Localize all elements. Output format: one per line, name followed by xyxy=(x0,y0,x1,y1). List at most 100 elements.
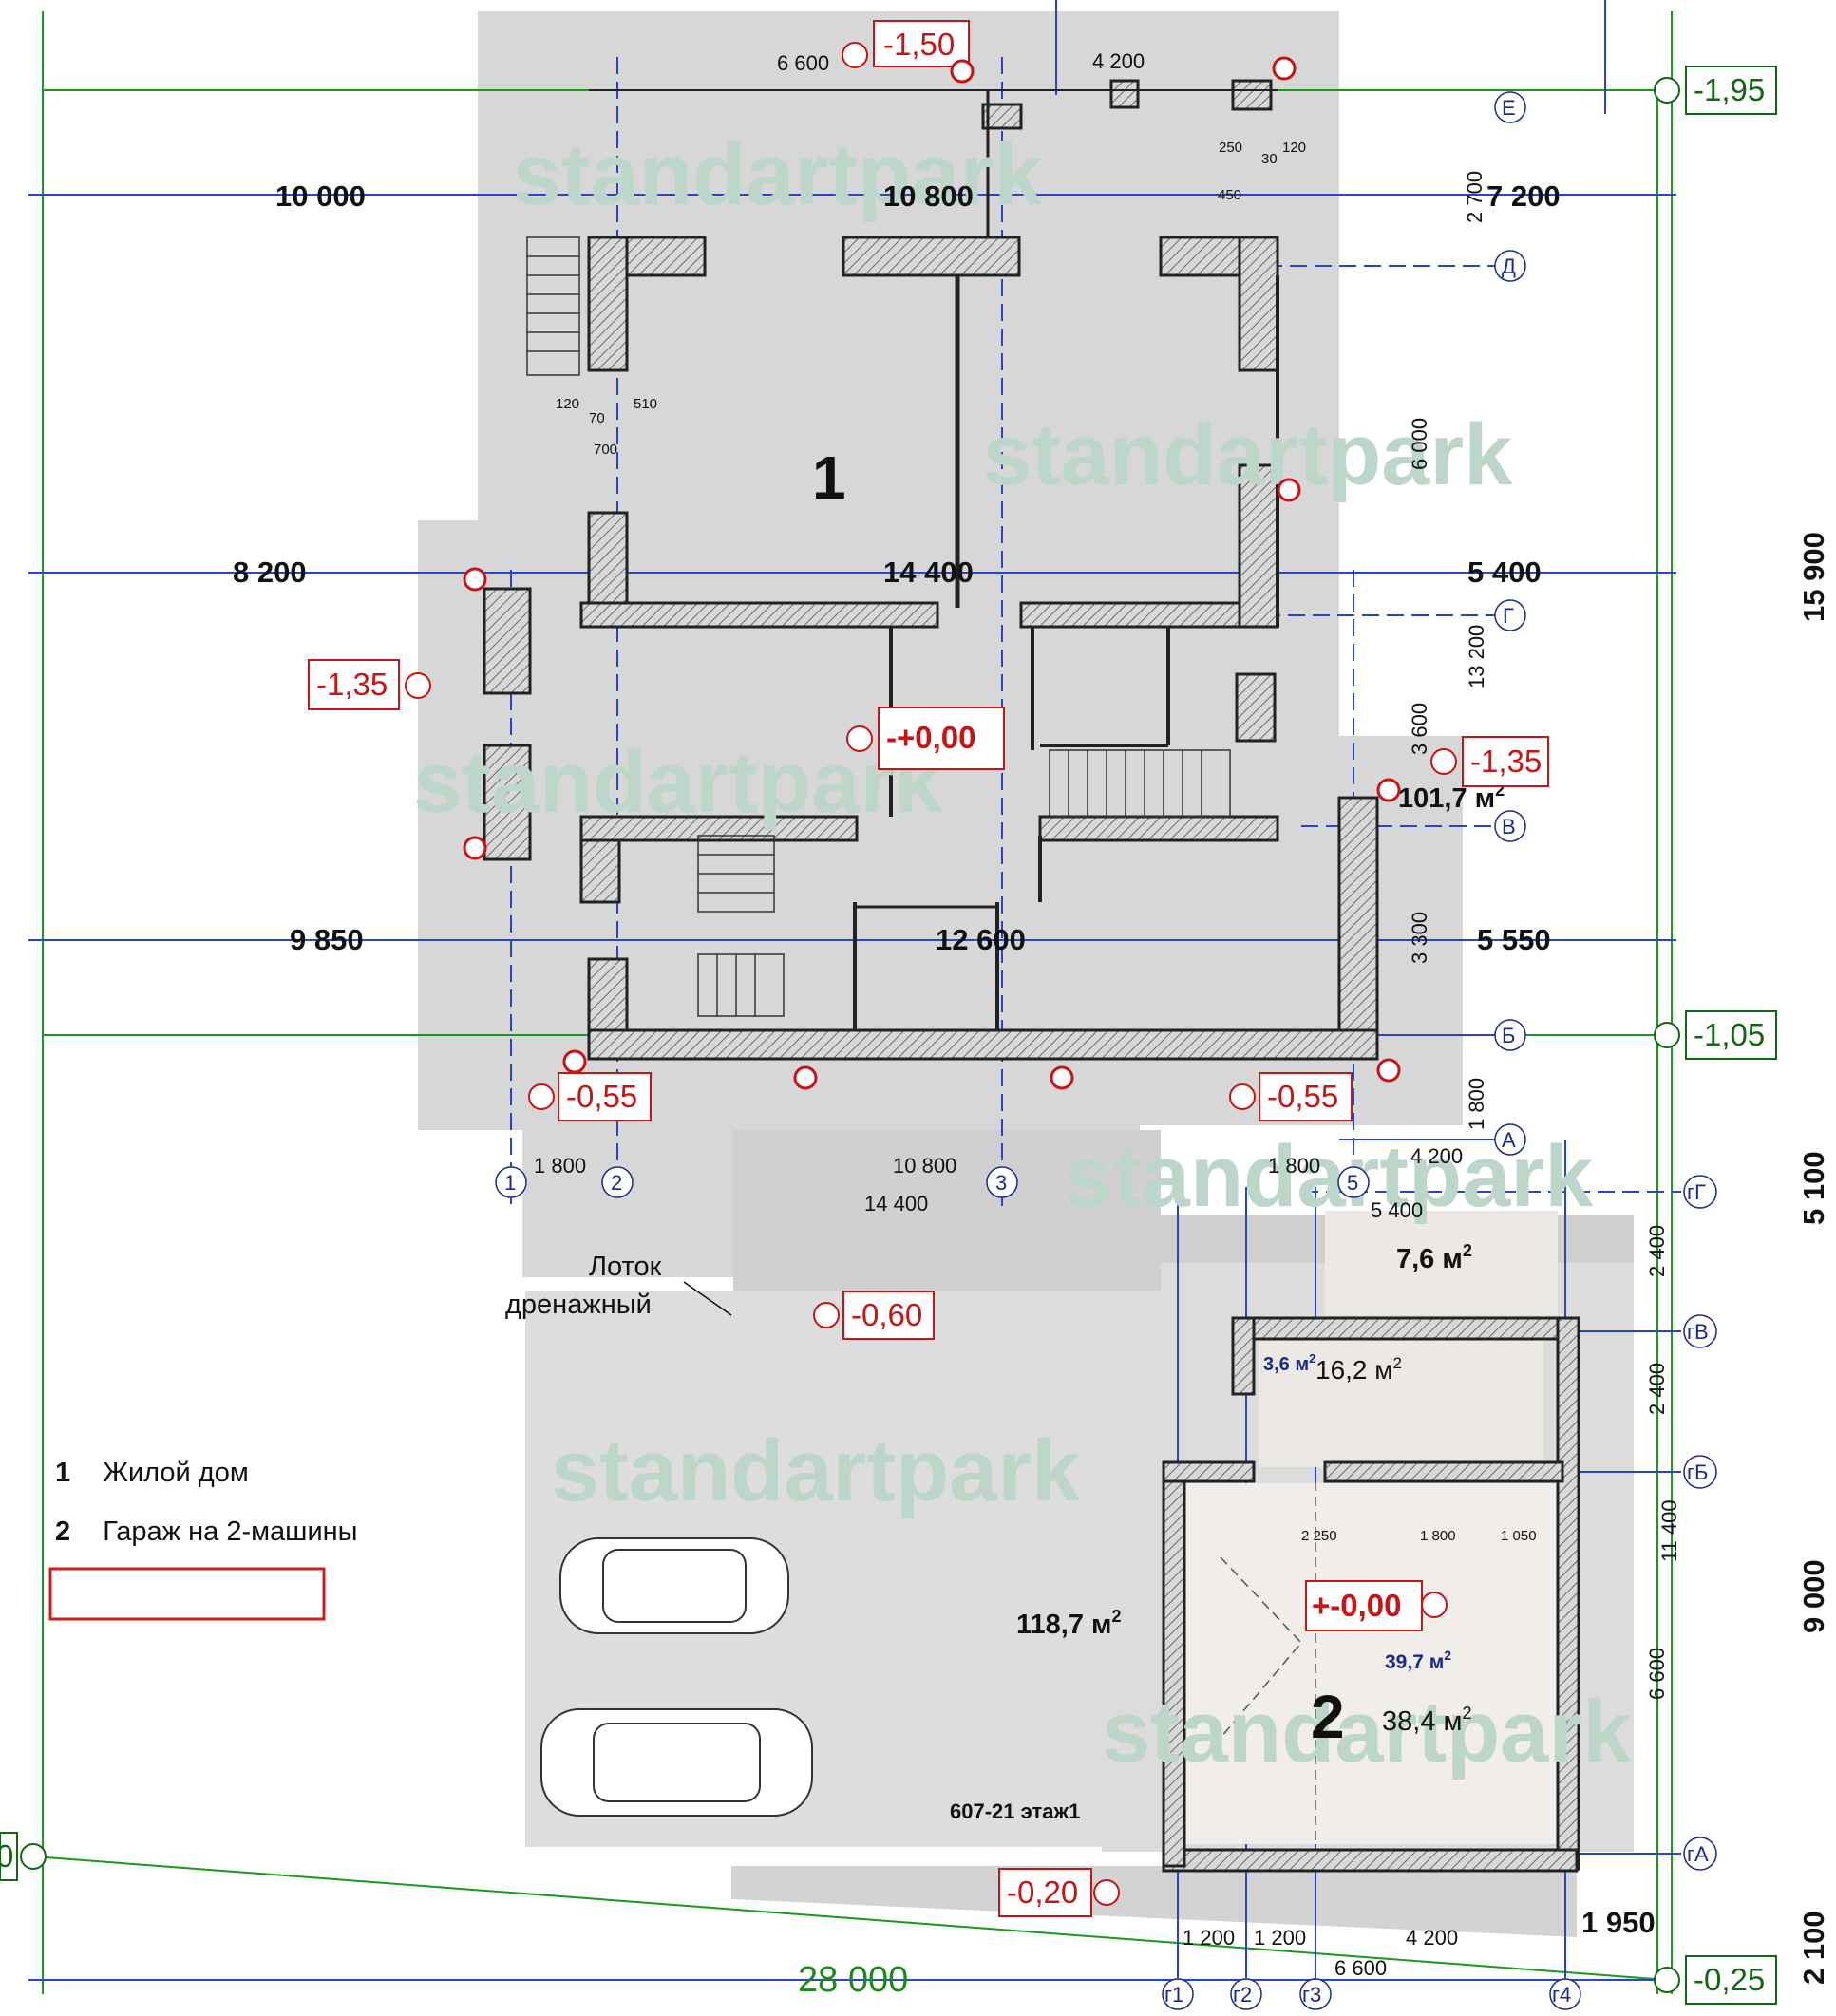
dim-left-9850: 9 850 xyxy=(290,923,364,956)
dim-b-10800: 10 800 xyxy=(893,1154,956,1178)
garage-number: 2 xyxy=(1311,1683,1345,1751)
level-corner-left: 0 xyxy=(0,1832,47,1881)
svg-text:-0,60: -0,60 xyxy=(851,1297,922,1332)
svg-text:гВ: гВ xyxy=(1687,1320,1709,1344)
dim-mid-10800: 10 800 xyxy=(883,179,974,213)
svg-text:Г: Г xyxy=(1503,604,1514,628)
dim-w-510: 510 xyxy=(634,396,657,412)
car-top xyxy=(559,1537,789,1634)
dim-v-3300: 3 300 xyxy=(1408,912,1431,964)
svg-text:гГ: гГ xyxy=(1687,1180,1706,1204)
legend-item-1: 1 Жилой дом xyxy=(55,1458,249,1489)
level-garage-floor: +-0,00 xyxy=(1305,1580,1448,1631)
legend-empty-box xyxy=(48,1567,326,1621)
svg-text:-1,95: -1,95 xyxy=(1694,72,1765,107)
dim-v-2400a: 2 400 xyxy=(1645,1225,1669,1277)
dim-w-70: 70 xyxy=(589,410,605,426)
level-east-low: -1,05 xyxy=(1654,1010,1777,1060)
garage xyxy=(1162,1211,1580,1873)
dim-w-250: 250 xyxy=(1219,140,1242,156)
dim-b-5400: 5 400 xyxy=(1371,1198,1423,1222)
car-bottom xyxy=(540,1708,813,1817)
level-west: -1,35 xyxy=(308,659,431,710)
svg-text:-1,35: -1,35 xyxy=(1470,744,1542,779)
svg-text:Е: Е xyxy=(1502,96,1516,120)
dim-v-2400b: 2 400 xyxy=(1645,1363,1669,1415)
house-walls xyxy=(483,79,1379,1061)
area-garage-a: 39,7 м2 xyxy=(1385,1648,1451,1673)
svg-text:-1,35: -1,35 xyxy=(316,667,388,702)
level-top-porch: -1,50 xyxy=(842,20,970,68)
dim-b-1800r: 1 800 xyxy=(1268,1154,1320,1178)
svg-text:г2: г2 xyxy=(1233,1983,1252,2007)
dim-b-14400: 14 400 xyxy=(864,1192,928,1215)
dim-v-15900: 15 900 xyxy=(1797,532,1830,622)
dim-g-4200: 4 200 xyxy=(1406,1926,1458,1950)
dim-g-2250: 2 250 xyxy=(1301,1528,1337,1544)
dim-v-2100: 2 100 xyxy=(1797,1911,1830,1985)
svg-text:Б: Б xyxy=(1502,1024,1515,1047)
svg-text:2: 2 xyxy=(611,1171,622,1195)
dim-mid-12600: 12 600 xyxy=(936,923,1026,956)
svg-text:standartpark: standartpark xyxy=(513,126,1043,223)
area-labels: 101,7 м2 7,6 м2 3,6 м2 16,2 м2 39,7 м2 3… xyxy=(1016,781,1505,1737)
dim-top-6600: 6 600 xyxy=(777,51,829,75)
dim-left-10000: 10 000 xyxy=(275,179,366,213)
svg-text:5: 5 xyxy=(1347,1171,1358,1195)
dim-v-5100: 5 100 xyxy=(1797,1151,1830,1225)
dim-w-120: 120 xyxy=(1282,140,1306,156)
svg-text:гБ: гБ xyxy=(1687,1460,1708,1484)
area-yard: 118,7 м2 xyxy=(1016,1607,1122,1640)
svg-text:В: В xyxy=(1502,815,1516,838)
level-drive: -0,60 xyxy=(813,1291,935,1340)
dim-total-28000: 28 000 xyxy=(798,1960,908,2000)
level-corner-right: -0,25 xyxy=(1654,1955,1777,2005)
svg-text:-1,50: -1,50 xyxy=(883,27,955,62)
svg-text:standartpark: standartpark xyxy=(983,406,1513,503)
svg-text:А: А xyxy=(1502,1128,1516,1152)
area-house: 101,7 м2 xyxy=(1398,781,1505,814)
level-garage-front: -0,20 xyxy=(998,1868,1120,1917)
svg-text:3: 3 xyxy=(995,1171,1007,1195)
dim-v-9000: 9 000 xyxy=(1797,1559,1830,1633)
dim-v-6600: 6 600 xyxy=(1645,1648,1669,1700)
area-porch: 7,6 м2 xyxy=(1396,1241,1472,1274)
dim-w-700: 700 xyxy=(594,442,617,458)
dim-mid-14400: 14 400 xyxy=(883,556,974,589)
dim-g-1050: 1 050 xyxy=(1501,1528,1537,1544)
dim-v-13200: 13 200 xyxy=(1465,625,1488,688)
level-east-top: -1,95 xyxy=(1654,66,1777,115)
sheet-title: 607-21 этаж1 xyxy=(950,1799,1080,1823)
level-center: -+0,00 xyxy=(846,707,1005,770)
svg-text:standartpark: standartpark xyxy=(1102,1684,1632,1780)
dim-g-1950: 1 950 xyxy=(1581,1906,1656,1939)
dim-g-1200a: 1 200 xyxy=(1183,1926,1235,1950)
dim-v-11400: 11 400 xyxy=(1657,1499,1681,1562)
level-south-left: -0,55 xyxy=(528,1072,652,1121)
svg-text:-1,05: -1,05 xyxy=(1694,1017,1765,1052)
level-south-right: -0,55 xyxy=(1229,1072,1353,1121)
dim-w-450: 450 xyxy=(1218,187,1241,203)
dim-right-5550: 5 550 xyxy=(1477,923,1551,956)
dim-left-8200: 8 200 xyxy=(233,556,307,589)
dim-right-5400: 5 400 xyxy=(1467,556,1542,589)
dim-w-120b: 120 xyxy=(556,396,579,412)
dim-v-3600: 3 600 xyxy=(1408,703,1431,755)
corner-markers xyxy=(463,56,1401,1090)
axis-bubbles: Е Д Г В Б А 1 2 3 5 гГ гВ гБ гА г1 г2 г3… xyxy=(495,91,1717,2010)
svg-text:0: 0 xyxy=(0,1838,13,1874)
level-east-mid: -1,35 xyxy=(1430,736,1549,787)
dim-w-30: 30 xyxy=(1261,151,1278,167)
area-small-room: 3,6 м2 xyxy=(1263,1351,1315,1375)
area-storage: 16,2 м2 xyxy=(1315,1354,1402,1385)
dim-g-1800: 1 800 xyxy=(1420,1528,1456,1544)
svg-text:-0,25: -0,25 xyxy=(1694,1962,1765,1997)
svg-text:-+0,00: -+0,00 xyxy=(886,720,976,755)
svg-text:standartpark: standartpark xyxy=(551,1423,1081,1519)
svg-text:-0,55: -0,55 xyxy=(566,1079,637,1114)
drain-label-2: дренажный xyxy=(505,1290,652,1320)
dim-v-2700: 2 700 xyxy=(1463,171,1486,223)
area-garage-b: 38,4 м2 xyxy=(1382,1704,1471,1737)
svg-text:г1: г1 xyxy=(1164,1983,1183,2007)
